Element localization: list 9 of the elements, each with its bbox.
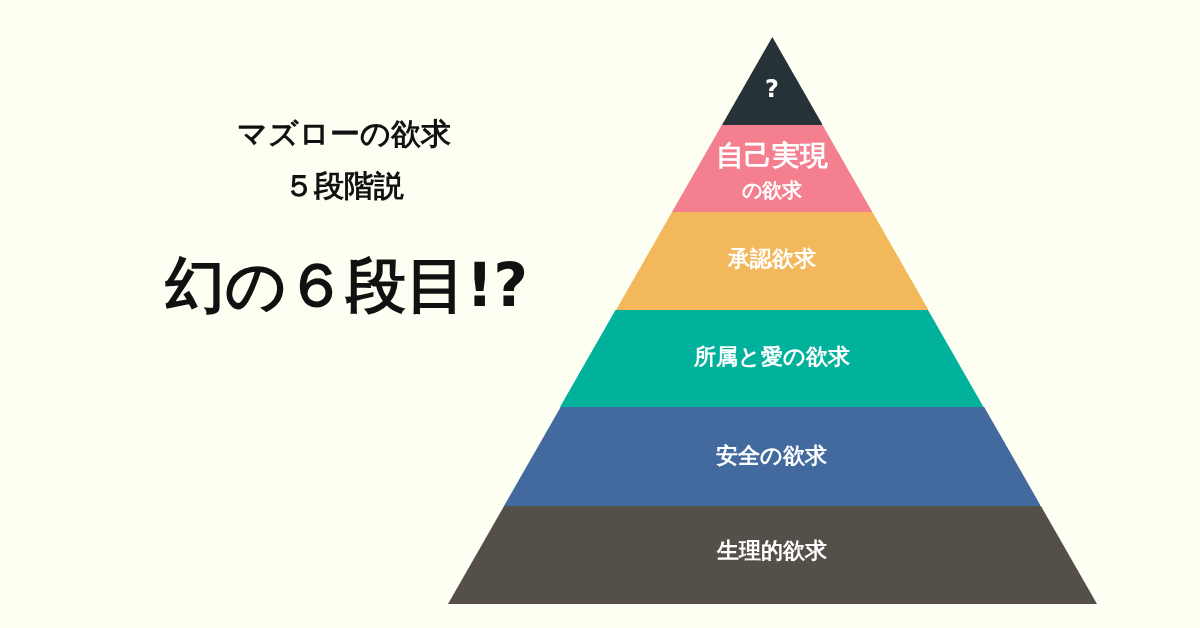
tier-label: の欲求 — [742, 177, 802, 204]
tier-label: 承認欲求 — [728, 245, 816, 273]
headline: 幻の６段目!? — [165, 249, 529, 322]
tier-label: ? — [765, 75, 779, 103]
title: マズローの欲求５段階説 — [236, 115, 452, 205]
tier-label: 所属と愛の欲求 — [694, 343, 850, 371]
tier-label: 自己実現 — [716, 138, 828, 174]
tier-label: 生理的欲求 — [717, 537, 827, 565]
tier-label: 安全の欲求 — [716, 442, 828, 470]
